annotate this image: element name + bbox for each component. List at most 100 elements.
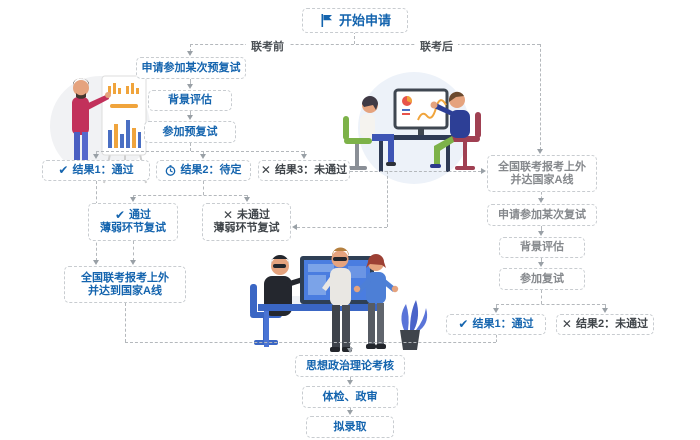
- phase-label-before-exam: 联考前: [246, 38, 289, 54]
- connector: [125, 342, 496, 343]
- node-label: 申请参加某次预复试: [141, 61, 241, 74]
- node-label: 全国联考报考上外: [498, 160, 586, 173]
- connector: [247, 195, 248, 198]
- connector: [96, 151, 304, 152]
- connector: [350, 377, 351, 381]
- arrowhead: [187, 51, 193, 56]
- node-proposed-admission: 拟录取: [306, 416, 394, 438]
- connector: [125, 303, 126, 342]
- arrowhead: [130, 197, 136, 202]
- connector: [496, 304, 605, 305]
- phase-label-after-exam: 联考后: [415, 38, 458, 54]
- connector: [605, 304, 606, 309]
- cross-icon: ✕: [260, 163, 271, 177]
- node-pre-result3-fail: ✕ 结果3：未通过: [258, 160, 350, 181]
- arrowhead: [602, 308, 608, 313]
- node-label: 薄弱环节复试: [213, 222, 280, 234]
- connector: [350, 342, 351, 349]
- connector: [496, 335, 497, 342]
- flag-icon: [321, 14, 332, 27]
- interview-scene-illustration: [250, 247, 428, 352]
- node-pre-result2-pending: 结果2：待定: [156, 160, 251, 181]
- node-label: 拟录取: [333, 420, 367, 433]
- arrowhead: [347, 410, 353, 415]
- node-pass-weak-link-retest: ✔ 通过 薄弱环节复试: [88, 203, 178, 241]
- node-label: 结果2：待定: [180, 164, 242, 176]
- arrowhead: [537, 149, 543, 154]
- connector: [541, 258, 542, 263]
- node-label: 结果1：通过: [472, 318, 534, 330]
- node-pre-result1-pass: ✔ 结果1：通过: [42, 160, 150, 181]
- node-label: 结果3：未通过: [274, 164, 348, 176]
- connector: [541, 192, 542, 199]
- flipchart-bar-charts: [108, 83, 141, 148]
- arrowhead: [292, 224, 297, 230]
- arrowhead: [187, 115, 193, 120]
- node-background-eval-pre: 背景评估: [148, 90, 232, 111]
- node-label: 结果2：未通过: [575, 318, 649, 330]
- node-label: 思想政治理论考核: [306, 359, 394, 372]
- node-label: 通过: [129, 209, 152, 221]
- check-icon: ✔: [458, 317, 469, 331]
- start-application-node: 开始申请: [302, 8, 408, 33]
- plant: [400, 300, 428, 350]
- connector: [190, 44, 191, 52]
- connector: [133, 195, 247, 196]
- node-label: 申请参加某次复试: [498, 208, 586, 221]
- arrowhead: [93, 154, 99, 159]
- connector: [304, 151, 305, 155]
- connector: [354, 31, 355, 44]
- connector: [541, 290, 542, 304]
- check-icon: ✔: [58, 163, 69, 177]
- node-label: 体检、政审: [322, 390, 378, 403]
- cross-icon: ✕: [222, 208, 234, 222]
- connector: [496, 304, 497, 309]
- connector: [190, 44, 540, 45]
- arrowhead: [347, 380, 353, 385]
- connector: [96, 151, 97, 155]
- computer-discussion-illustration: [343, 72, 481, 184]
- check-icon: ✔: [114, 208, 126, 222]
- node-label: 参加预复试: [162, 125, 218, 138]
- connector: [190, 143, 191, 151]
- node-label: 并达到国家A线: [88, 284, 162, 297]
- node-label: 薄弱环节复试: [100, 222, 166, 234]
- node-label: 背景评估: [520, 241, 564, 253]
- connector: [297, 227, 387, 228]
- node-physical-political-review: 体检、政审: [302, 386, 398, 408]
- arrowhead: [493, 308, 499, 313]
- arrowhead: [481, 168, 486, 174]
- node-national-exam-a-line-left: 全国联考报考上外 并达到国家A线: [64, 266, 186, 303]
- connector: [190, 111, 191, 116]
- arrowhead: [93, 260, 99, 265]
- node-label: 参加复试: [520, 272, 564, 285]
- start-label: 开始申请: [338, 13, 391, 28]
- node-attend-retest: 参加复试: [499, 268, 585, 290]
- connector: [541, 226, 542, 232]
- connector: [203, 181, 204, 195]
- arrowhead: [538, 198, 544, 203]
- connector: [387, 171, 388, 227]
- arrowhead: [538, 231, 544, 236]
- node-background-eval-post: 背景评估: [499, 237, 585, 258]
- connector: [350, 171, 481, 172]
- arrowhead: [244, 197, 250, 202]
- node-post-result2-fail: ✕ 结果2：未通过: [556, 314, 654, 335]
- connector: [190, 79, 191, 85]
- arrowhead: [347, 348, 353, 353]
- node-politics-theory-check: 思想政治理论考核: [295, 355, 405, 377]
- node-national-exam-a-line-right: 全国联考报考上外 并达国家A线: [487, 155, 597, 192]
- node-label: 全国联考报考上外: [81, 271, 169, 284]
- node-apply-pre-retest: 申请参加某次预复试: [136, 57, 246, 79]
- node-label: 结果1：通过: [72, 164, 134, 176]
- node-attend-pre-retest: 参加预复试: [144, 121, 236, 143]
- connector: [350, 408, 351, 411]
- arrowhead: [200, 154, 206, 159]
- clock-icon: [166, 165, 176, 176]
- node-label: 未通过: [237, 209, 271, 221]
- node-apply-retest: 申请参加某次复试: [487, 204, 597, 226]
- arrowhead: [187, 84, 193, 89]
- arrowhead: [301, 154, 307, 159]
- connector: [133, 241, 134, 261]
- node-label: 背景评估: [168, 94, 212, 106]
